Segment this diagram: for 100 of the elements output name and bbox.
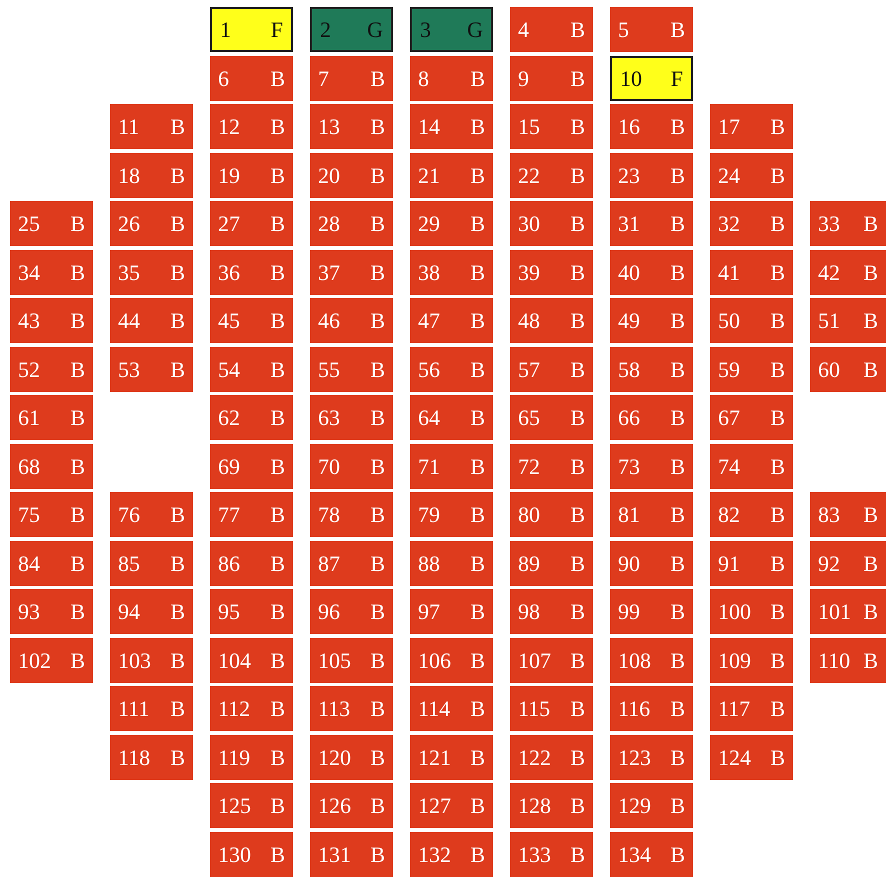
seat-number: 110 [818, 648, 850, 672]
seat-tile [510, 541, 593, 586]
seat-tile [510, 832, 593, 877]
seat-tile [310, 589, 393, 634]
status-letter: B [170, 114, 185, 138]
status-letter: B [570, 260, 585, 284]
status-letter: B [270, 502, 285, 526]
seat-number: 78 [318, 502, 340, 526]
seat-number: 12 [218, 114, 240, 138]
seat-tile [810, 250, 886, 295]
seat-tile [610, 735, 693, 780]
seat-tile [410, 201, 493, 246]
status-letter: B [270, 648, 285, 672]
status-letter: B [170, 696, 185, 720]
seat-number: 105 [318, 648, 351, 672]
status-letter: B [770, 600, 785, 624]
status-letter: B [470, 406, 485, 430]
status-letter: F [670, 66, 683, 90]
seat-tile [310, 735, 393, 780]
status-letter: B [370, 600, 385, 624]
seat-tile [210, 153, 293, 198]
status-letter: B [470, 164, 485, 188]
status-letter: B [570, 696, 585, 720]
status-letter: B [370, 260, 385, 284]
seat-tile [710, 686, 793, 731]
status-letter: B [70, 406, 85, 430]
status-letter: B [863, 502, 878, 526]
seat-number: 114 [418, 696, 450, 720]
seat-tile [310, 7, 393, 52]
seat-number: 14 [418, 114, 440, 138]
status-letter: B [70, 552, 85, 576]
seat-number: 72 [518, 454, 540, 478]
seat-tile [210, 832, 293, 877]
status-letter: B [863, 308, 878, 332]
seat-number: 101 [818, 600, 851, 624]
status-letter: B [170, 746, 185, 770]
status-letter: B [570, 308, 585, 332]
seat-number: 92 [818, 552, 840, 576]
seat-tile [210, 686, 293, 731]
seat-tile [810, 492, 886, 537]
status-letter: B [470, 212, 485, 236]
seat-number: 69 [218, 454, 240, 478]
seat-tile [110, 735, 193, 780]
seat-tile [510, 250, 593, 295]
seat-tile [210, 638, 293, 683]
seat-tile [410, 638, 493, 683]
seat-tile [610, 104, 693, 149]
seat-tile [610, 686, 693, 731]
seat-tile [110, 201, 193, 246]
status-letter: B [770, 212, 785, 236]
seat-number: 39 [518, 260, 540, 284]
status-letter: B [863, 648, 878, 672]
seat-number: 20 [318, 164, 340, 188]
seat-number: 132 [418, 842, 451, 866]
status-letter: B [270, 212, 285, 236]
status-letter: B [570, 114, 585, 138]
status-letter: B [470, 648, 485, 672]
seat-tile [310, 250, 393, 295]
status-letter: B [670, 696, 685, 720]
seat-tile [510, 201, 593, 246]
seat-tile [410, 250, 493, 295]
status-letter: B [170, 502, 185, 526]
seat-number: 50 [718, 308, 740, 332]
seat-number: 134 [618, 842, 651, 866]
seat-tile [610, 492, 693, 537]
seat-number: 125 [218, 794, 251, 818]
status-letter: B [70, 502, 85, 526]
status-letter: B [770, 552, 785, 576]
seat-number: 33 [818, 212, 840, 236]
seat-tile [510, 7, 593, 52]
status-letter: B [170, 164, 185, 188]
seat-tile [210, 298, 293, 343]
seat-tile [410, 104, 493, 149]
status-letter: B [170, 600, 185, 624]
seat-tile [110, 492, 193, 537]
status-letter: B [770, 308, 785, 332]
seat-number: 86 [218, 552, 240, 576]
status-letter: B [470, 358, 485, 382]
seat-number: 123 [618, 746, 651, 770]
seat-number: 126 [318, 794, 351, 818]
seat-number: 18 [118, 164, 140, 188]
seat-number: 15 [518, 114, 540, 138]
seat-tile [10, 638, 93, 683]
seat-number: 121 [418, 746, 451, 770]
status-letter: B [670, 454, 685, 478]
seat-number: 106 [418, 648, 451, 672]
seat-tile [610, 56, 693, 101]
status-letter: B [370, 746, 385, 770]
seat-tile [610, 250, 693, 295]
seat-number: 68 [18, 454, 40, 478]
seat-tile [410, 492, 493, 537]
seat-tile [10, 201, 93, 246]
seat-number: 17 [718, 114, 740, 138]
seat-tile [310, 153, 393, 198]
seat-tile [310, 492, 393, 537]
status-letter: B [770, 648, 785, 672]
status-letter: B [470, 794, 485, 818]
seat-number: 27 [218, 212, 240, 236]
seat-number: 111 [118, 696, 150, 720]
seat-number: 82 [718, 502, 740, 526]
